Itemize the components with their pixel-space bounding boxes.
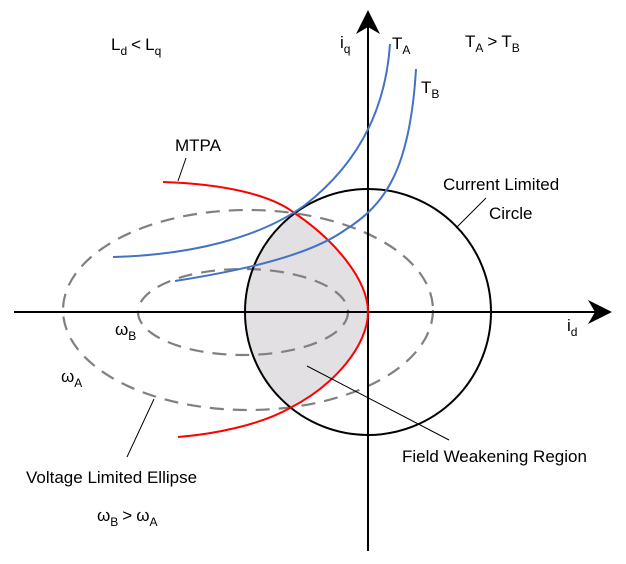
mtpa-leader-line: [177, 157, 187, 182]
id-axis-arrowhead: [588, 300, 612, 324]
mtpa-curve: [162, 181, 370, 438]
field-weakening-leader-line: [306, 365, 450, 441]
mtpa-label: MTPA: [175, 136, 222, 155]
field-weakening-label: Field Weakening Region: [402, 447, 587, 466]
torque-b-label: TB: [421, 78, 439, 101]
torque-a-label: TA: [392, 34, 410, 57]
omega-a-label: ωA: [61, 367, 82, 390]
torque-curve-tb: [174, 68, 417, 282]
torque-relation: TA>TB: [465, 32, 520, 55]
voltage-ellipse-label: Voltage Limited Ellipse: [26, 468, 197, 487]
current-circle-leader-line: [455, 197, 487, 229]
current-circle-label-line1: Current Limited: [443, 175, 559, 194]
field-weakening-region: [245, 189, 368, 435]
omega-b-label: ωB: [115, 320, 136, 343]
inductance-condition: Ld<Lq: [111, 35, 161, 58]
torque-curve-ta: [112, 43, 391, 258]
speed-relation: ωB>ωA: [97, 506, 158, 529]
iq-axis-label: iq: [340, 33, 350, 56]
current-circle-label-line2: Circle: [489, 204, 532, 223]
iq-axis-arrowhead: [356, 10, 380, 34]
voltage-ellipse-leader-line: [126, 398, 155, 458]
id-axis-label: id: [567, 316, 577, 339]
voltage-ellipse-omega-a: [61, 208, 435, 412]
